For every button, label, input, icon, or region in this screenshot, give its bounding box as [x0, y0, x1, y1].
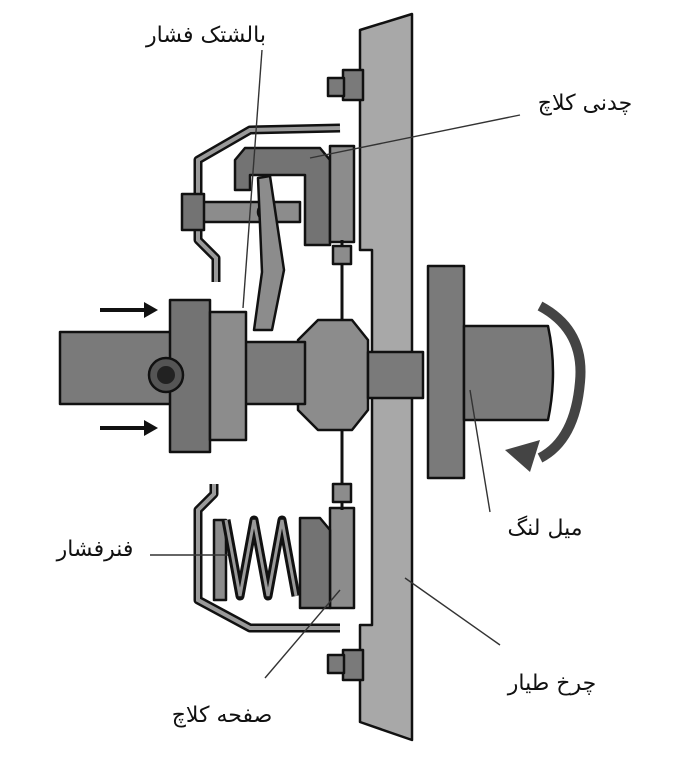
bolt-top-head: [326, 76, 346, 98]
pressure-spring: [212, 515, 301, 602]
damper-top: [331, 244, 353, 266]
crankshaft-flange: [426, 264, 466, 480]
pilot-shaft: [366, 350, 425, 400]
label-clutch-disc: صفحه کلاچ: [172, 703, 273, 728]
release-fork-pin-core: [157, 366, 175, 384]
push-arrow-top: [100, 302, 158, 318]
leader-clutch-disc: [264, 589, 341, 679]
leader-pressure-plate: [242, 49, 263, 309]
label-spring: فنرفشار: [56, 537, 134, 562]
leader-flywheel: [404, 577, 501, 646]
leader-crankshaft: [469, 389, 491, 513]
bolt-top: [341, 68, 365, 102]
pressure-plate-top: [233, 146, 332, 247]
bolt-bottom: [341, 648, 365, 682]
label-flywheel: چرخ طیار: [507, 671, 596, 696]
friction-lining-top: [328, 144, 356, 244]
damper-bottom: [331, 482, 353, 504]
label-clutch-cover: چدنی کلاچ: [538, 91, 632, 116]
rotation-arrow: [537, 301, 586, 463]
release-lever: [252, 174, 286, 332]
pressure-plate-bottom: [298, 516, 332, 610]
spring-seat: [212, 518, 228, 602]
rotation-arrowhead: [505, 440, 540, 472]
release-bearing-inner: [208, 310, 248, 442]
spring-coil-highlight: [224, 519, 298, 597]
pivot-bar: [190, 200, 302, 224]
push-arrow-bottom: [100, 420, 158, 436]
bolt-bottom-head: [326, 653, 346, 675]
label-pressure-plate: بالشتک فشار: [145, 23, 266, 48]
pivot-block: [180, 192, 206, 232]
leader-clutch-cover: [309, 114, 521, 159]
label-crankshaft: میل لنگ: [507, 515, 582, 541]
crankshaft: [462, 324, 555, 422]
friction-lining-bottom: [328, 506, 356, 610]
disc-hub: [296, 318, 370, 432]
